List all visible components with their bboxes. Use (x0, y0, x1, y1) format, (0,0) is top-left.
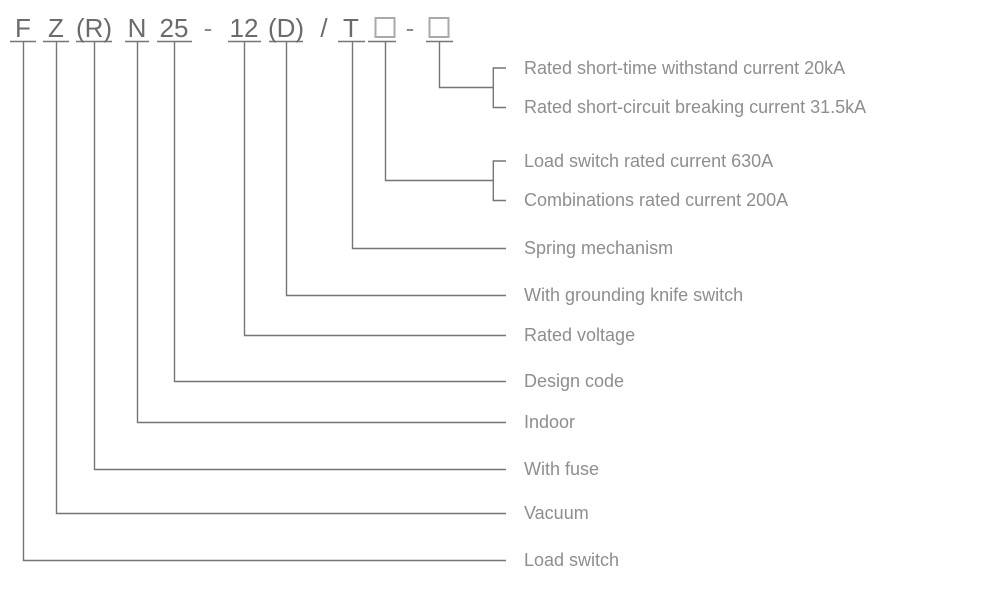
label-combinations-rated-current: Combinations rated current 200A (524, 190, 789, 210)
label-with-fuse: With fuse (524, 459, 600, 479)
code-segment-f: F (15, 13, 31, 43)
label-rated-short-time-withstand-current: Rated short-time withstand current 20kA (524, 58, 846, 78)
label-indoor: Indoor (524, 412, 576, 432)
label-rated-short-circuit-breaking-current: Rated short-circuit breaking current 31.… (524, 97, 867, 117)
label-with-grounding-knife-switch: With grounding knife switch (524, 285, 744, 305)
label-load-switch: Load switch (524, 550, 620, 570)
code-segment-r: (R) (75, 13, 113, 43)
pair-brackets (492, 67, 506, 202)
code-segment-z: Z (48, 13, 64, 43)
code-to-label-connectors (22, 41, 506, 562)
label-design-code: Design code (524, 371, 625, 391)
code-segment-12: 12 (229, 13, 259, 43)
label-load-switch-rated-current: Load switch rated current 630A (524, 151, 774, 171)
code-separator-slash: / (320, 13, 328, 43)
code-segment-d: (D) (267, 13, 305, 43)
code-segment-n: N (127, 13, 147, 43)
code-separator-dash: - (405, 13, 415, 43)
code-segment-t: T (343, 13, 359, 43)
label-vacuum: Vacuum (524, 503, 589, 523)
placeholder-box-icon (428, 17, 450, 38)
code-segment-25: 25 (159, 13, 189, 43)
code-separator-dash: - (203, 13, 213, 43)
label-rated-voltage: Rated voltage (524, 325, 636, 345)
placeholder-box-icon (374, 17, 396, 38)
label-spring-mechanism: Spring mechanism (524, 238, 674, 258)
